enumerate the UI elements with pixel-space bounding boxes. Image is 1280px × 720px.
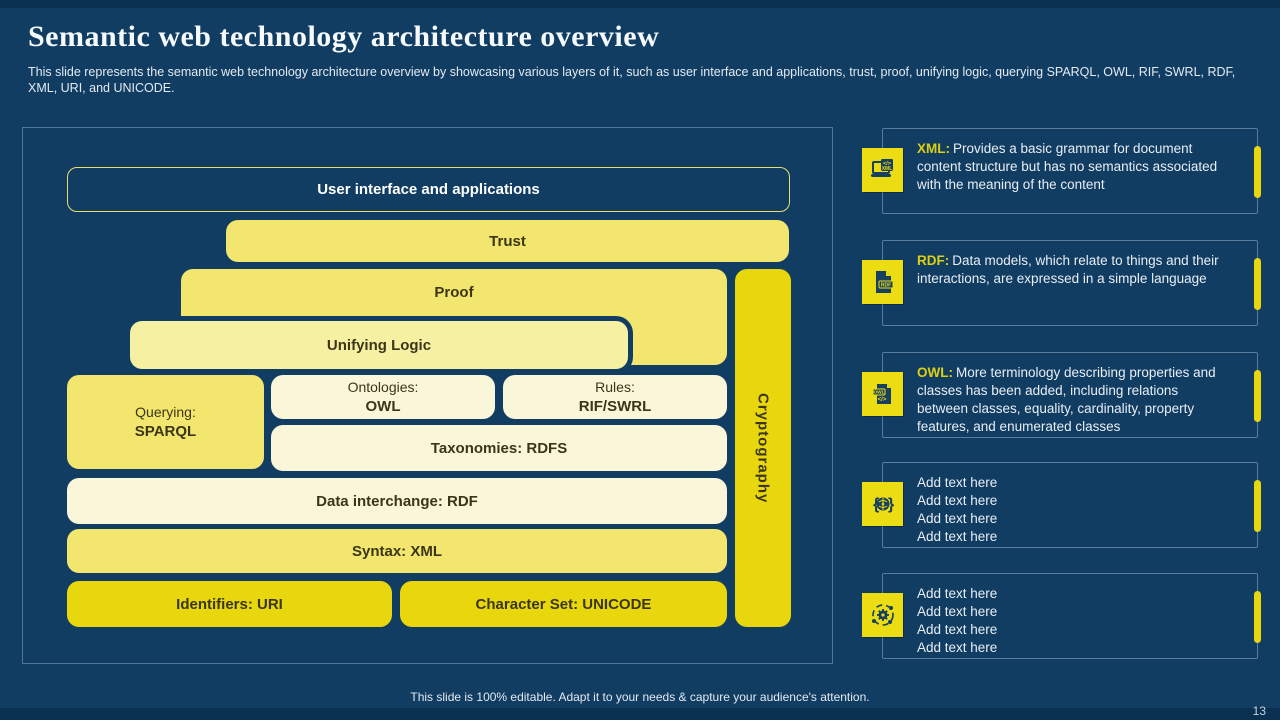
svg-text:}: }	[888, 496, 894, 513]
page-title: Semantic web technology architecture ove…	[28, 20, 660, 53]
ontologies-value: OWL	[365, 398, 401, 415]
owl-file-icon: OWL </>	[862, 372, 903, 416]
info-text-owl: More terminology describing properties a…	[917, 365, 1216, 434]
placeholder-text-line[interactable]: Add text here	[917, 475, 998, 490]
svg-text:RDF: RDF	[880, 283, 890, 289]
page-number: 13	[1252, 704, 1266, 718]
top-band	[0, 0, 1280, 8]
info-lead-owl: OWL:	[917, 365, 953, 380]
info-box-owl: OWL </> OWL:More terminology describing …	[862, 352, 1261, 438]
layer-proof-label: Proof	[434, 284, 474, 301]
info-box-rdf: RDF RDF:Data models, which relate to thi…	[862, 240, 1261, 326]
placeholder-text-line[interactable]: Add text here	[917, 622, 998, 637]
info-lead-xml: XML:	[917, 141, 950, 156]
placeholder-text-line[interactable]: Add text here	[917, 511, 998, 526]
data-interchange-label: Data interchange: RDF	[316, 492, 478, 510]
ontologies-label: Ontologies:	[347, 379, 419, 395]
taxonomies-label: Taxonomies: RDFS	[430, 439, 568, 457]
svg-text:OWL: OWL	[873, 390, 884, 396]
accent-bar	[1254, 480, 1261, 532]
info-text-xml: Provides a basic grammar for document co…	[917, 141, 1218, 192]
layer-user-interface-label: User interface and applications	[317, 181, 540, 198]
footer-note: This slide is 100% editable. Adapt it to…	[410, 690, 870, 704]
gear-orbit-icon	[862, 593, 903, 637]
rules-label: Rules:	[595, 379, 635, 395]
bottom-band	[0, 708, 1280, 720]
rules-value: RIF/SWRL	[578, 398, 652, 415]
layer-trust-label: Trust	[489, 232, 526, 250]
xml-laptop-icon: </> XML	[862, 148, 903, 192]
placeholder-text-line[interactable]: Add text here	[917, 640, 998, 655]
info-lead-rdf: RDF:	[917, 253, 950, 268]
info-box-xml: </> XML XML:Provides a basic grammar for…	[862, 128, 1261, 214]
layer-trust: Trust	[226, 220, 789, 262]
layer-unifying-logic: Unifying Logic	[130, 321, 628, 369]
accent-bar	[1254, 370, 1261, 422]
layer-ontologies-owl: Ontologies: OWL	[271, 375, 495, 419]
accent-bar	[1254, 146, 1261, 198]
accent-bar	[1254, 258, 1261, 310]
layer-character-set-unicode: Character Set: UNICODE	[400, 581, 727, 627]
layer-user-interface: User interface and applications	[67, 167, 790, 212]
layer-unifying-logic-label: Unifying Logic	[326, 336, 432, 354]
layer-syntax-xml: Syntax: XML	[67, 529, 727, 573]
rdf-file-icon: RDF	[862, 260, 903, 304]
layer-rules-rif-swrl: Rules: RIF/SWRL	[503, 375, 727, 419]
svg-text:XML: XML	[881, 166, 892, 172]
layer-identifiers-uri: Identifiers: URI	[67, 581, 392, 627]
layer-data-interchange-rdf: Data interchange: RDF	[67, 478, 727, 524]
querying-value: SPARQL	[134, 423, 197, 440]
placeholder-text-line[interactable]: Add text here	[917, 604, 998, 619]
layer-querying-sparql: Querying: SPARQL	[67, 375, 264, 469]
svg-text:</>: </>	[877, 397, 886, 403]
layer-taxonomies-rdfs: Taxonomies: RDFS	[271, 425, 727, 471]
placeholder-text-line[interactable]: Add text here	[917, 493, 998, 508]
slide-description: This slide represents the semantic web t…	[28, 65, 1236, 95]
svg-text:{: {	[873, 496, 879, 513]
svg-text:</>: </>	[883, 161, 891, 167]
layer-cryptography: Cryptography	[735, 269, 791, 627]
ai-brain-icon: { }	[862, 482, 903, 526]
cryptography-label: Cryptography	[754, 392, 772, 504]
syntax-label: Syntax: XML	[351, 542, 442, 560]
semantic-stack-diagram: User interface and applications Trust Pr…	[22, 127, 833, 664]
placeholder-text-line[interactable]: Add text here	[917, 586, 998, 601]
info-box-placeholder-1: { } Add text here Add text here Add text…	[862, 462, 1261, 548]
placeholder-text-line[interactable]: Add text here	[917, 529, 998, 544]
accent-bar	[1254, 591, 1261, 643]
charset-label: Character Set: UNICODE	[475, 595, 652, 613]
identifiers-label: Identifiers: URI	[176, 595, 283, 613]
info-text-rdf: Data models, which relate to things and …	[917, 253, 1219, 286]
info-box-placeholder-2: Add text here Add text here Add text her…	[862, 573, 1261, 659]
querying-label: Querying:	[135, 404, 196, 420]
